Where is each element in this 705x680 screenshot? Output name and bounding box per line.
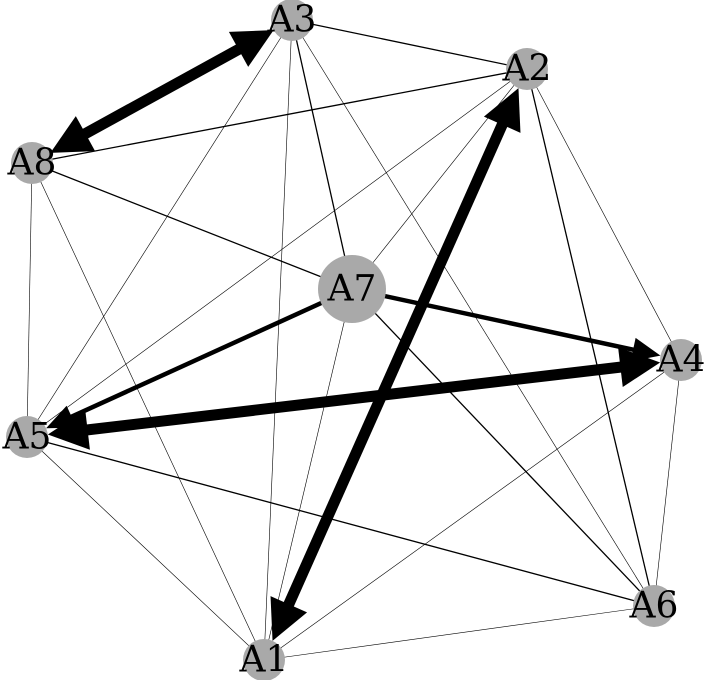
edge-A7-A5 <box>60 286 353 424</box>
edge-A7-A4 <box>351 286 645 355</box>
node-A7 <box>318 255 386 323</box>
edge-A7-A6 <box>351 288 655 607</box>
node-A2 <box>506 48 548 90</box>
edge-A1-A2 <box>277 107 514 622</box>
arrowhead-A2-A1 <box>270 596 308 641</box>
edge-A3-A7 <box>291 19 353 290</box>
arrowhead-A7-A4 <box>630 337 661 362</box>
node-label-A1: A1 <box>239 640 289 680</box>
edge-A8-A7 <box>31 162 353 290</box>
edge-A7-A1 <box>263 288 353 661</box>
node-A6 <box>633 585 675 627</box>
edge-A8-A1 <box>31 162 265 661</box>
edge-A5-A1 <box>26 436 265 661</box>
edge-A4-A6 <box>653 359 682 607</box>
node-label-A3: A3 <box>267 0 317 41</box>
arrowhead-A3-A8 <box>50 116 96 153</box>
node-label-A6: A6 <box>629 586 679 627</box>
edge-A3-A8 <box>68 36 256 147</box>
edge-A5-A6 <box>26 436 655 607</box>
arrowhead-A7-A5 <box>46 405 77 429</box>
arrowhead-A4-A5 <box>47 410 90 450</box>
arrowhead-A8-A3 <box>228 30 274 67</box>
edge-A5-A4 <box>71 359 637 438</box>
edge-A4-A1 <box>263 359 682 661</box>
node-label-A7: A7 <box>327 269 377 310</box>
edge-A2-A4 <box>526 68 682 361</box>
edge-A2-A5 <box>26 68 528 438</box>
node-label-A5: A5 <box>2 417 52 458</box>
node-A4 <box>660 339 702 381</box>
node-label-A2: A2 <box>502 49 552 90</box>
edge-A3-A5 <box>26 19 293 438</box>
edge-A8-A2 <box>31 68 528 164</box>
arrowhead-A1-A2 <box>483 88 521 133</box>
arrowhead-A5-A4 <box>618 347 661 387</box>
edge-A2-A6 <box>526 68 655 607</box>
edge-A1-A6 <box>263 605 655 661</box>
node-label-A8: A8 <box>7 143 57 184</box>
edge-A8-A5 <box>26 162 33 438</box>
node-label-A4: A4 <box>656 340 705 381</box>
node-A5 <box>6 416 48 458</box>
edge-A3-A6 <box>291 19 655 607</box>
edge-layer <box>26 19 682 661</box>
node-layer <box>6 0 702 680</box>
node-A8 <box>11 142 53 184</box>
edge-A3-A2 <box>291 19 528 70</box>
arrowhead-layer <box>46 30 661 641</box>
node-A1 <box>243 639 285 680</box>
node-A3 <box>271 0 313 41</box>
edge-A3-A1 <box>263 19 293 661</box>
